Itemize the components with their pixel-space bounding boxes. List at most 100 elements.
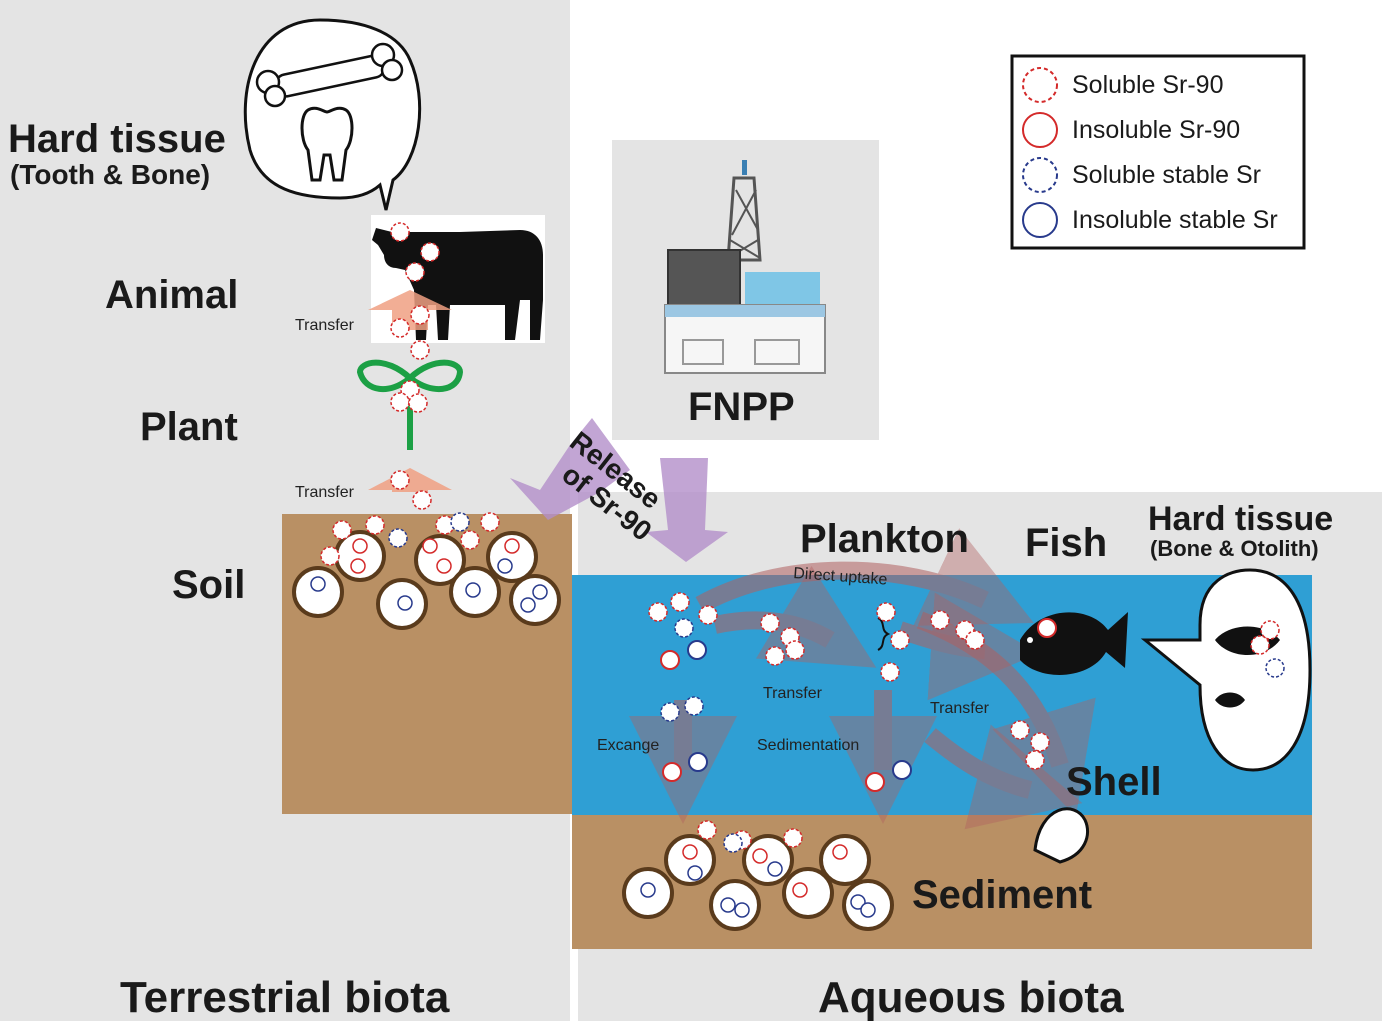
soluble-sr90 <box>390 222 410 242</box>
soluble-sr90 <box>410 305 430 325</box>
soluble-sr90 <box>1030 732 1050 752</box>
soluble-sr90 <box>1260 620 1280 640</box>
aqueous-panel-title: Aqueous biota <box>818 973 1124 1021</box>
insoluble-sr90 <box>865 772 885 792</box>
soluble-sr90 <box>698 605 718 625</box>
legend-insoluble-sr90: Insoluble Sr-90 <box>1022 112 1240 148</box>
soluble-sr90 <box>930 610 950 630</box>
insoluble-sr90 <box>662 762 682 782</box>
animal-label: Animal <box>105 273 238 317</box>
soluble-sr90 <box>876 602 896 622</box>
soluble-stable-sr <box>684 696 704 716</box>
release-arrow-to-sea <box>646 458 728 562</box>
insoluble-stable-sr <box>465 582 481 598</box>
insoluble-sr90 <box>792 882 808 898</box>
insoluble-stable-sr <box>860 902 876 918</box>
transfer-label-lower: Transfer <box>295 484 355 501</box>
soluble-sr90 <box>880 662 900 682</box>
exchange-label: Excange <box>597 737 659 754</box>
grain <box>819 834 871 886</box>
insoluble-stable-sr <box>850 894 866 910</box>
soluble-sr90 <box>405 262 425 282</box>
soluble-sr90 <box>408 393 428 413</box>
soluble-stable-sr <box>723 833 743 853</box>
shell-label: Shell <box>1066 760 1162 804</box>
legend-label: Soluble Sr-90 <box>1072 71 1223 99</box>
insoluble-sr90 <box>660 650 680 670</box>
soluble-stable-sr <box>388 528 408 548</box>
soluble-sr90 <box>390 318 410 338</box>
insoluble-sr90 <box>504 538 520 554</box>
insoluble-sr90 <box>422 538 438 554</box>
soluble-sr90 <box>480 512 500 532</box>
sedimentation-label: Sedimentation <box>757 737 859 754</box>
insoluble-sr90 <box>436 558 452 574</box>
transfer-label-2: Transfer <box>930 700 990 717</box>
plant-label: Plant <box>140 405 238 449</box>
soluble-sr90 <box>390 470 410 490</box>
soluble-sr90 <box>965 630 985 650</box>
soil-label: Soil <box>172 563 245 607</box>
soluble-sr90 <box>765 646 785 666</box>
soluble-sr90 <box>670 592 690 612</box>
legend-label: Insoluble Sr-90 <box>1072 116 1240 144</box>
insoluble-sr90 <box>832 844 848 860</box>
insoluble-stable-sr <box>720 897 736 913</box>
legend-label: Soluble stable Sr <box>1072 161 1261 189</box>
soluble-sr90 <box>1010 720 1030 740</box>
bone-icon <box>255 42 404 108</box>
fnpp-icon <box>664 160 826 374</box>
soluble-sr90 <box>320 546 340 566</box>
soluble-stable-sr <box>450 512 470 532</box>
soluble-sr90 <box>365 515 385 535</box>
insoluble-stable-sr <box>687 865 703 881</box>
transfer-label-upper: Transfer <box>295 317 355 334</box>
insoluble-sr90 <box>682 844 698 860</box>
insoluble-sr90 <box>1037 618 1057 638</box>
plankton-label: Plankton <box>800 517 969 561</box>
transfer-label-1: Transfer <box>763 685 823 702</box>
insoluble-stable-sr <box>892 760 912 780</box>
fish-label: Fish <box>1025 521 1107 565</box>
transfer-arrow-plant-to-animal <box>368 290 452 330</box>
insoluble-sr90 <box>350 558 366 574</box>
soluble-sr90 <box>332 520 352 540</box>
soluble-stable-sr <box>660 702 680 722</box>
aqueous-hard-tissue-subtitle: (Bone & Otolith) <box>1150 536 1319 561</box>
insoluble-stable-sr <box>688 752 708 772</box>
insoluble-stable-sr <box>310 576 326 592</box>
soluble-sr90 <box>760 613 780 633</box>
direct-uptake-label: Direct uptake <box>793 565 888 589</box>
insoluble-stable-sr <box>687 640 707 660</box>
soluble-sr90 <box>412 490 432 510</box>
soluble-sr90 <box>785 640 805 660</box>
soluble-sr90 <box>697 820 717 840</box>
legend-insoluble-stable-sr: Insoluble stable Sr <box>1022 202 1278 238</box>
sedimentation-arrow-to-shell <box>924 724 1083 830</box>
legend-soluble-sr90: Soluble Sr-90 <box>1022 67 1223 103</box>
soluble-sr90 <box>1025 750 1045 770</box>
legend-label: Insoluble stable Sr <box>1072 206 1278 234</box>
fnpp-label: FNPP <box>688 385 795 429</box>
grain <box>782 867 834 919</box>
release-arrow-to-soil <box>510 418 630 520</box>
insoluble-stable-sr <box>397 595 413 611</box>
insoluble-stable-sr <box>520 597 536 613</box>
insoluble-stable-sr <box>734 902 750 918</box>
shell-icon <box>1033 807 1090 864</box>
soluble-sr90 <box>648 602 668 622</box>
soluble-stable-sr <box>674 618 694 638</box>
transfer-arrow-soil-to-plant <box>368 468 452 492</box>
aqueous-hard-tissue-title: Hard tissue <box>1148 500 1333 538</box>
soluble-sr90 <box>783 828 803 848</box>
soluble-stable-sr <box>1265 658 1285 678</box>
terrestrial-hard-tissue-title: Hard tissue <box>8 117 226 161</box>
terrestrial-hard-tissue-subtitle: (Tooth & Bone) <box>10 159 210 190</box>
insoluble-stable-sr <box>532 584 548 600</box>
soluble-sr90 <box>410 340 430 360</box>
plankton-icon <box>877 617 891 651</box>
soluble-sr90 <box>1250 635 1270 655</box>
strontium-particles <box>292 222 1285 931</box>
sediment-label: Sediment <box>912 873 1092 917</box>
grain <box>742 834 794 886</box>
